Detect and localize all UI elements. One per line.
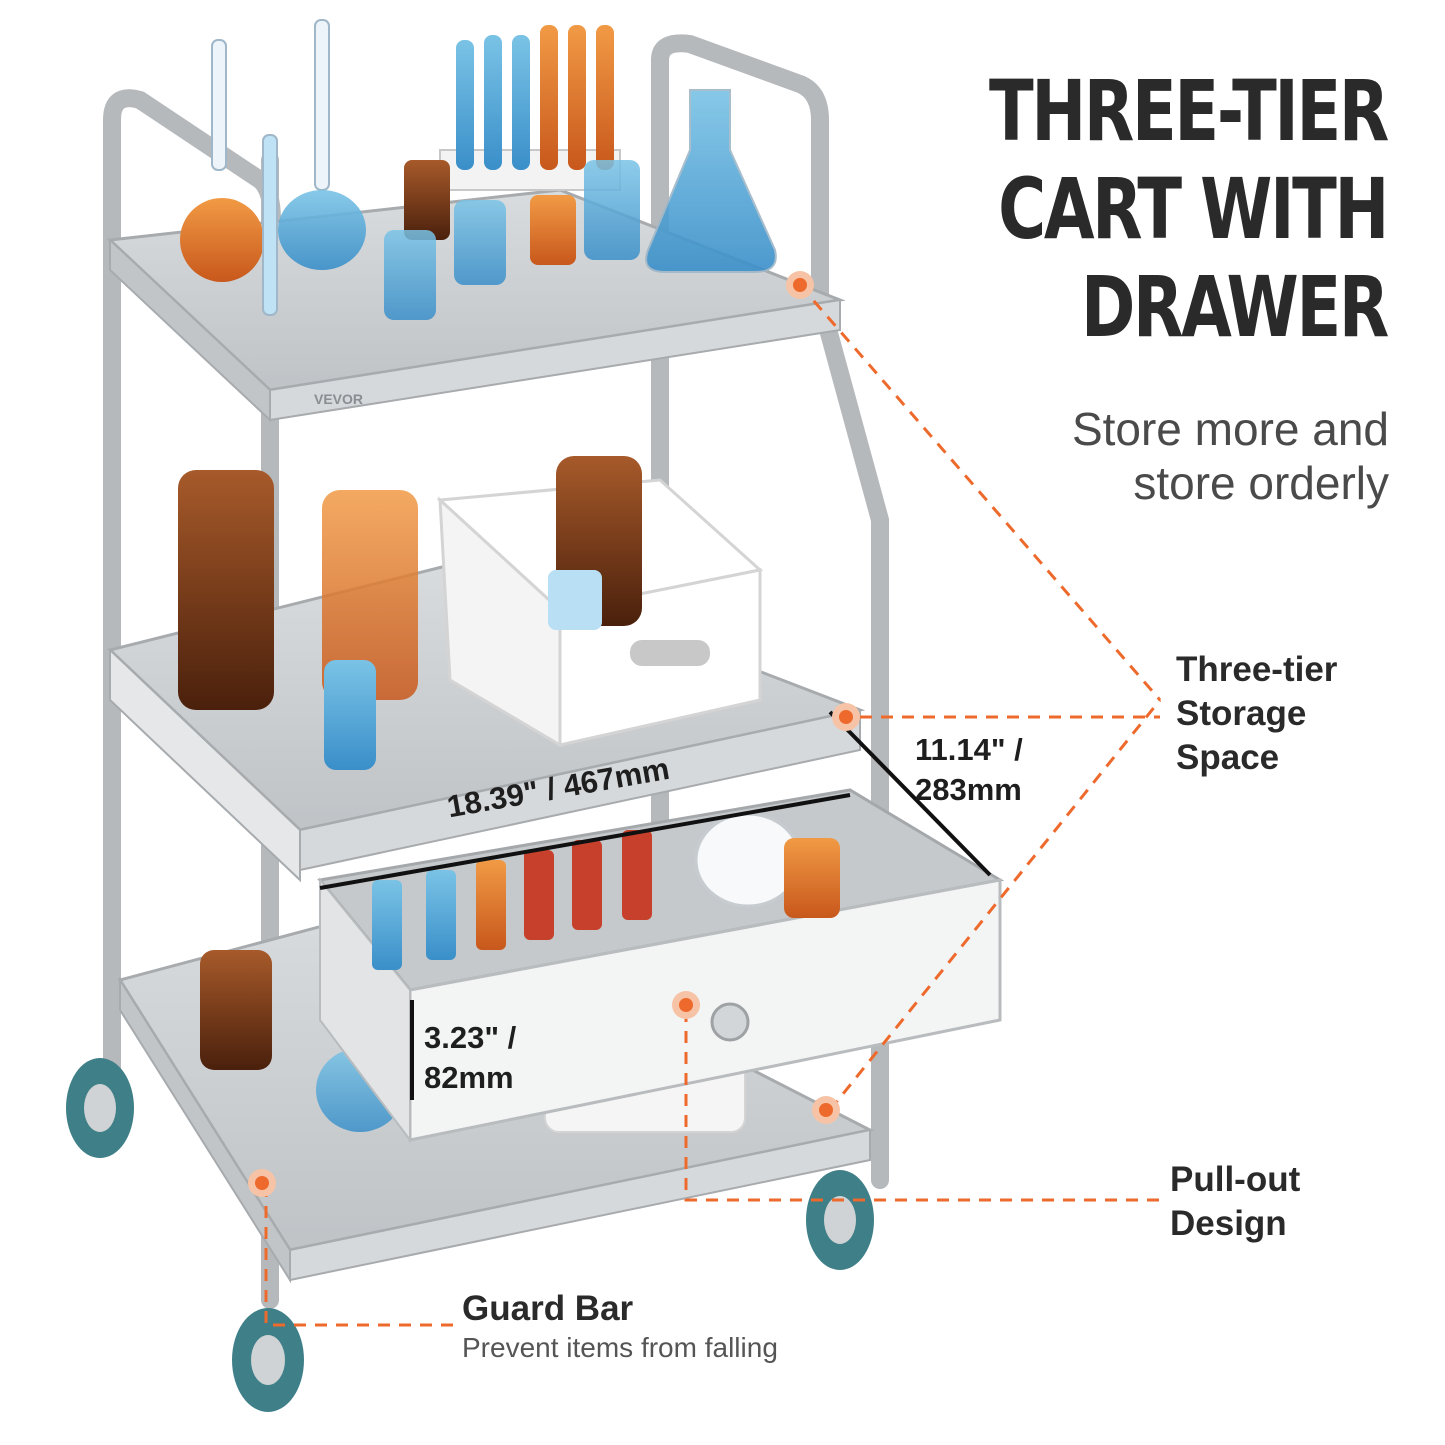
caster-wheel-icon — [66, 1058, 134, 1158]
vial-icon — [572, 840, 602, 930]
callout-dots — [248, 271, 860, 1197]
feature-line: Pull-out — [1170, 1160, 1301, 1199]
page-subtitle: Store more and store orderly — [869, 402, 1389, 510]
vial-icon — [524, 850, 554, 940]
flask-icon — [180, 198, 264, 282]
bottle-icon — [404, 160, 450, 240]
test-tube-icon — [211, 39, 227, 171]
middle-shelf-items — [178, 456, 764, 770]
bottle-icon — [178, 470, 274, 710]
feature-line: Three-tier — [1176, 650, 1338, 689]
caster-wheel-icon — [806, 1170, 874, 1270]
test-tube-icon — [568, 25, 586, 170]
dimension-value: 283mm — [915, 772, 1022, 807]
caster-wheel-icon — [232, 1308, 304, 1412]
callout-dot-icon — [786, 271, 814, 299]
bottle-icon — [784, 838, 840, 918]
dimension-value: 11.14" / — [915, 732, 1023, 767]
test-tube-icon — [456, 40, 474, 170]
brand-logo: VEVOR — [314, 391, 363, 407]
bottle-icon — [384, 230, 436, 320]
feature-line: Space — [1176, 738, 1280, 777]
storage-bin — [436, 456, 764, 748]
dimension-value: 82mm — [424, 1060, 514, 1095]
callout-dot-icon — [672, 991, 700, 1019]
bottle-icon — [530, 195, 576, 265]
caster-wheels — [66, 1058, 874, 1412]
test-tube-icon — [314, 19, 330, 191]
feature-line: Storage — [1176, 694, 1307, 733]
bottle-icon — [200, 950, 272, 1070]
callout-dot-icon — [248, 1169, 276, 1197]
vial-icon — [622, 830, 652, 920]
feature-note: Prevent items from falling — [462, 1332, 778, 1363]
bottle-icon — [324, 660, 376, 770]
callout-dot-icon — [832, 703, 860, 731]
pullout-feature-label: Pull-out Design — [1170, 1158, 1300, 1246]
height-dimension: 3.23" / 82mm — [424, 1018, 516, 1098]
callout-dot-icon — [812, 1096, 840, 1124]
test-tube-icon — [596, 25, 614, 170]
bottle-icon — [584, 160, 640, 260]
page-title: THREE-TIER CART WITH DRAWER — [981, 62, 1389, 356]
dimension-value: 3.23" / — [424, 1020, 517, 1055]
drawer-knob-icon[interactable] — [710, 1002, 750, 1042]
feature-line: Design — [1170, 1204, 1287, 1243]
top-shelf-items — [180, 19, 777, 320]
title-line: CART WITH — [998, 160, 1389, 258]
flask-icon — [278, 190, 366, 270]
title-line: THREE-TIER — [989, 62, 1389, 160]
depth-dimension: 11.14" / 283mm — [915, 730, 1023, 810]
subtitle-line: store orderly — [1133, 457, 1389, 509]
feature-title: Guard Bar — [462, 1289, 634, 1328]
test-tube-icon — [484, 35, 502, 170]
callout-lines — [264, 284, 1162, 1327]
drawer — [317, 788, 1005, 1143]
bottle-icon — [322, 490, 418, 700]
test-tube-icon — [540, 25, 558, 170]
dimension-lines — [319, 710, 992, 1100]
storage-feature-label: Three-tier Storage Space — [1176, 648, 1337, 780]
bottle-icon — [548, 570, 602, 630]
bottle-icon — [454, 200, 506, 285]
subtitle-line: Store more and — [1071, 403, 1389, 455]
test-tube-icon — [512, 35, 530, 170]
vial-icon — [372, 880, 402, 970]
flask-icon — [645, 89, 777, 273]
guard-bar-feature-label: Guard Bar Prevent items from falling — [462, 1287, 778, 1365]
vial-icon — [476, 860, 506, 950]
title-line: DRAWER — [1080, 258, 1389, 356]
test-tube-icon — [262, 134, 278, 316]
vial-icon — [426, 870, 456, 960]
drawer-vials — [372, 812, 840, 970]
